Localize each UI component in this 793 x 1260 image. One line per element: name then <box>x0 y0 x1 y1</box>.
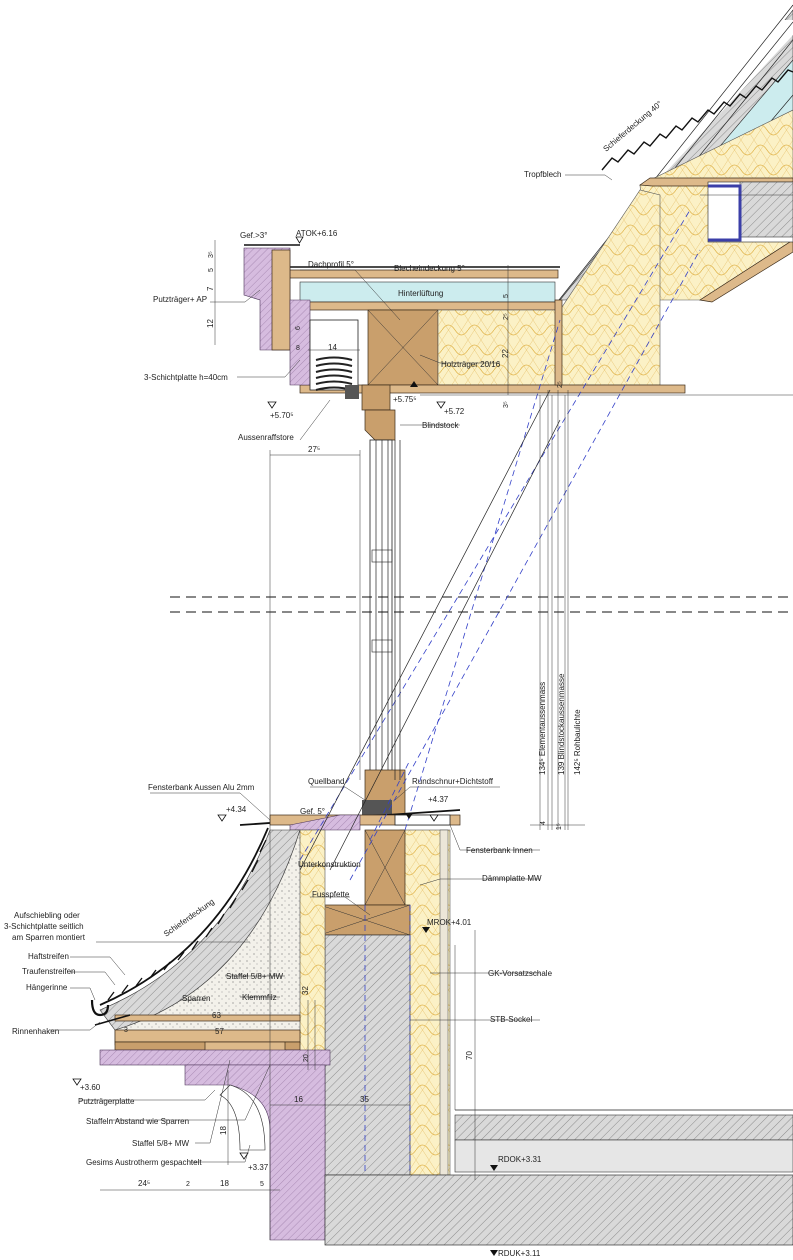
label-klemmfilz: Klemmfilz <box>242 993 277 1002</box>
dim-2a: 2⁵ <box>503 313 510 320</box>
dim-1: 1⁵ <box>556 823 563 830</box>
label-unterkonstruktion: Unterkonstruktion <box>298 860 361 869</box>
lower-roof-and-sill <box>90 809 793 1246</box>
label-rundschnur: Rundschnur+Dichtstoff <box>412 777 494 786</box>
label-haengerinne: Hängerinne <box>26 983 68 992</box>
dimension-labels: 14 27⁵ 22 12 7 5 3⁵ 2⁵ 5 8 6 63 57 32 70… <box>124 251 564 1188</box>
dim-12: 12 <box>206 319 215 328</box>
window-element <box>361 384 406 816</box>
dormer-roof <box>243 244 686 399</box>
dim-3b: 3 <box>124 1027 128 1034</box>
label-dreischichtplatte: 3-Schichtplatte h=40cm <box>144 373 228 382</box>
dim-63: 63 <box>212 1011 221 1020</box>
label-rinnenhaken: Rinnenhaken <box>12 1027 59 1036</box>
label-rohbaulichte: 142⁵ Rohbaulichte <box>573 709 582 775</box>
label-fussplette: Fusspfette <box>312 890 350 899</box>
dim-22: 22 <box>501 349 510 358</box>
label-schieferdeckung: Schieferdeckung <box>162 897 216 939</box>
level-markers <box>72 236 498 1256</box>
label-haftstreifen: Haftstreifen <box>28 952 69 961</box>
label-tropfblech: Tropfblech <box>524 170 562 179</box>
slate-curve <box>107 839 267 1001</box>
label-aufschiebling-1: Aufschiebling oder <box>14 911 80 920</box>
label-holztraeger: Holzträger 20/16 <box>441 360 501 369</box>
dim-14: 14 <box>328 343 337 352</box>
dim-35: 35 <box>360 1095 369 1104</box>
dim-18: 18 <box>219 1126 228 1135</box>
dim-16: 16 <box>294 1095 303 1104</box>
dim-5a: 5 <box>208 268 215 272</box>
stb-sockel <box>324 934 411 1176</box>
label-rduk: RDUK+3.11 <box>498 1249 541 1258</box>
label-putztraeger-ap: Putzträger+ AP <box>153 295 207 304</box>
label-daemmplatte: Dämmplatte MW <box>482 874 542 883</box>
label-level-570: +5.70⁵ <box>270 411 294 420</box>
label-level-575: +5.75⁵ <box>393 395 417 404</box>
dim-2c: 2⁵ <box>557 381 564 388</box>
slate-shingles <box>601 69 793 171</box>
label-level-572: +5.72 <box>444 407 465 416</box>
label-elementaussenmass: 134⁵ Elementaussenmass <box>538 682 547 775</box>
raffstore-slats <box>315 356 353 391</box>
dimension-lines <box>100 240 585 1191</box>
dim-5c: 5 <box>260 1181 264 1188</box>
label-staffel-58-mw-2: Staffel 5/8+ MW <box>132 1139 189 1148</box>
label-fensterbank-aussen: Fensterbank Aussen Alu 2mm <box>148 783 255 792</box>
label-blindstock: Blindstock <box>422 421 459 430</box>
label-dachprofil: Dachprofil 5° <box>308 260 354 269</box>
dim-24: 24⁵ <box>138 1179 150 1188</box>
raffstore-box <box>309 319 359 391</box>
blue-dashed-lines <box>299 209 701 1175</box>
label-level-337: +3.37 <box>248 1163 269 1172</box>
label-mrok: MROK+4.01 <box>427 918 472 927</box>
roof-slope <box>554 4 793 386</box>
dim-57: 57 <box>215 1027 224 1036</box>
label-quellband: Quellband <box>308 777 344 786</box>
dim-18b: 18 <box>220 1179 229 1188</box>
label-fensterbank-innen: Fensterbank Innen <box>466 846 533 855</box>
leader-lines <box>50 174 613 1163</box>
label-gk-vorsatzschale: GK-Vorsatzschale <box>488 969 553 978</box>
label-gef-5: Gef. 5° <box>300 807 325 816</box>
label-atok: ATOK+6.16 <box>296 229 338 238</box>
label-blindstockaussenmasse: 139 Blindstockaussenmasse <box>557 673 566 775</box>
dim-32: 32 <box>301 986 310 995</box>
dim-6: 6 <box>295 326 302 330</box>
dim-5b: 5 <box>503 294 510 298</box>
label-staffel-58-mw: Staffel 5/8+ MW <box>226 972 283 981</box>
dim-70: 70 <box>465 1051 474 1060</box>
label-staffeln-abstand: Staffeln Abstand wie Sparren <box>86 1117 189 1126</box>
label-gef-3: Gef.>3° <box>240 231 267 240</box>
label-level-360: +3.60 <box>80 1083 101 1092</box>
label-rdok: RDOK+3.31 <box>498 1155 542 1164</box>
label-gesims: Gesims Austrotherm gespachtelt <box>86 1158 202 1167</box>
label-sparren: Sparren <box>182 994 210 1003</box>
label-level-434: +4.34 <box>226 805 247 814</box>
label-putztraegerplatte: Putzträgerplatte <box>78 1097 135 1106</box>
label-traufenstreifen: Traufenstreifen <box>22 967 76 976</box>
dim-2b: 2 <box>186 1181 190 1188</box>
dim-3c: 3⁵ <box>503 401 510 408</box>
label-level-437: +4.37 <box>428 795 449 804</box>
label-blecheindeckung: Blecheindeckung 5° <box>394 264 465 273</box>
gesims <box>184 1064 326 1241</box>
dim-4: 4 <box>540 821 547 825</box>
dim-20: 20 <box>303 1054 310 1062</box>
dim-3a: 3⁵ <box>208 251 215 258</box>
label-aufschiebling-3: am Sparren montiert <box>12 933 86 942</box>
label-hinterlueftung: Hinterlüftung <box>398 289 443 298</box>
label-stb-sockel: STB-Sockel <box>490 1015 532 1024</box>
label-aufschiebling-2: 3-Schichtplatte seitlich <box>4 922 84 931</box>
label-aussenraffstore: Aussenraffstore <box>238 433 294 442</box>
dim-27: 27⁵ <box>308 445 320 454</box>
dim-7: 7 <box>206 286 215 291</box>
haengerinne-gutter <box>90 999 110 1017</box>
construction-lines <box>269 389 793 1240</box>
dim-8: 8 <box>296 345 300 352</box>
